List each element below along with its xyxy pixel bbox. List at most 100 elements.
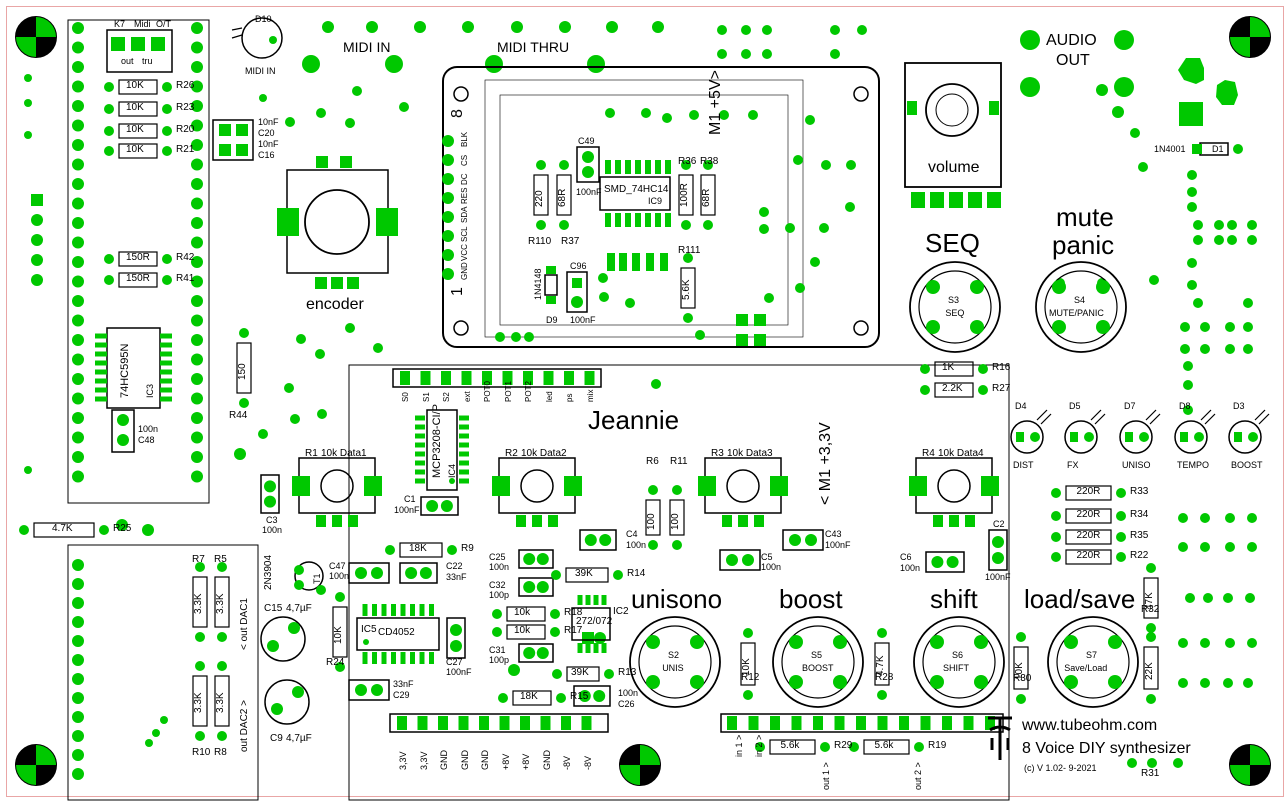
- oled-pin-pad: [442, 192, 454, 204]
- square-pad: [502, 371, 513, 385]
- oled-inner-2: [484, 79, 804, 338]
- header-pad: [72, 256, 84, 268]
- square-pad: [160, 369, 172, 375]
- square-pad: [593, 643, 599, 653]
- pad: [366, 21, 378, 33]
- power-label: GND: [439, 750, 449, 770]
- pad: [31, 274, 43, 286]
- oled-pin-label: VCC: [460, 244, 469, 261]
- header-pad: [72, 578, 84, 590]
- mount-hole: [453, 320, 469, 336]
- pad: [450, 640, 462, 652]
- resistor-ref: R24: [326, 657, 345, 668]
- cap-value: 100p: [489, 655, 510, 665]
- cap-value: 100n: [626, 540, 647, 550]
- header-pad: [72, 616, 84, 628]
- square-pad: [615, 213, 621, 227]
- pad: [593, 690, 606, 702]
- oled-inner: [499, 94, 789, 326]
- square-pad: [577, 643, 583, 653]
- pad: [819, 223, 829, 233]
- resistor-ref: R25: [113, 523, 132, 534]
- top-header-outline: [392, 368, 602, 388]
- pad: [160, 716, 168, 724]
- square-pad: [540, 716, 551, 730]
- switch-name: SEQ: [945, 308, 965, 318]
- square-pad: [548, 515, 558, 527]
- square-pad: [459, 469, 469, 475]
- square-pad: [607, 253, 615, 271]
- pad: [267, 640, 279, 652]
- square-pad: [151, 37, 165, 51]
- switch-s4-mute: [1035, 261, 1127, 353]
- pad: [830, 25, 840, 35]
- pad: [385, 55, 403, 73]
- pad: [162, 82, 172, 92]
- square-pad: [459, 451, 469, 457]
- part-label: 272/072: [576, 616, 613, 627]
- resistor-ref: R10: [192, 747, 211, 758]
- pad: [195, 632, 205, 642]
- pad: [234, 448, 246, 460]
- resistor-ref: R16: [992, 362, 1011, 373]
- square-pad: [727, 716, 737, 730]
- module-outline-top: [67, 19, 210, 504]
- square-pad: [543, 371, 554, 385]
- m1-5v-label: M1 +5V>: [707, 70, 724, 135]
- resistor-value: 150: [237, 363, 248, 380]
- pad: [662, 113, 672, 123]
- square-pad: [160, 333, 172, 339]
- switch-ref: S7: [1086, 650, 1098, 660]
- pad: [1225, 542, 1235, 552]
- square-pad: [429, 652, 434, 664]
- resistor-ref: R13: [618, 667, 637, 678]
- pad: [582, 151, 594, 163]
- header-pad: [72, 392, 84, 405]
- resistor-ref: R37: [561, 236, 580, 247]
- pad: [594, 632, 606, 644]
- header-pad: [191, 139, 203, 151]
- io-label: in 1 >: [734, 734, 744, 757]
- pad: [571, 296, 583, 308]
- resistor-body: [118, 143, 158, 159]
- resistor-value: 220R: [1076, 486, 1101, 497]
- square-pad: [95, 360, 107, 366]
- part-label: C48: [138, 435, 155, 445]
- part-label: 100nF: [570, 315, 596, 325]
- resistor-value: 3.3K: [215, 692, 226, 713]
- square-pad: [645, 160, 651, 174]
- square-pad: [381, 652, 387, 664]
- pad: [31, 254, 43, 266]
- power-label: 3,3V: [418, 751, 429, 770]
- part-label: 1N4001: [1154, 144, 1186, 154]
- square-pad: [981, 476, 999, 496]
- part-label: D9: [546, 315, 558, 325]
- resistor-ref: R9: [461, 543, 474, 554]
- switch-ref: S3: [948, 295, 960, 305]
- pad: [259, 94, 267, 102]
- square-pad: [561, 716, 571, 730]
- pad: [648, 540, 658, 550]
- pad: [1116, 552, 1126, 562]
- pad: [19, 525, 29, 535]
- square-pad: [160, 387, 172, 393]
- fiducial-mark: [16, 765, 36, 785]
- square-pad: [572, 278, 582, 288]
- pad: [1243, 322, 1253, 332]
- cap-value: 100n: [761, 562, 782, 572]
- switch-s2-unis: [629, 616, 721, 708]
- pad: [793, 155, 803, 165]
- fiducial-mark: [16, 745, 36, 765]
- pad: [116, 519, 128, 531]
- part-label: R4: [922, 448, 935, 459]
- header-pad: [191, 119, 203, 132]
- square-pad: [415, 469, 425, 475]
- resistor-ref: R14: [627, 568, 646, 579]
- square-pad: [625, 213, 631, 227]
- pad: [1245, 593, 1255, 603]
- ic-ref: IC3: [145, 383, 155, 398]
- ic-label: 74HC595N: [119, 343, 131, 398]
- square-pad: [332, 515, 342, 527]
- pad: [217, 731, 227, 741]
- square-pad: [417, 716, 428, 730]
